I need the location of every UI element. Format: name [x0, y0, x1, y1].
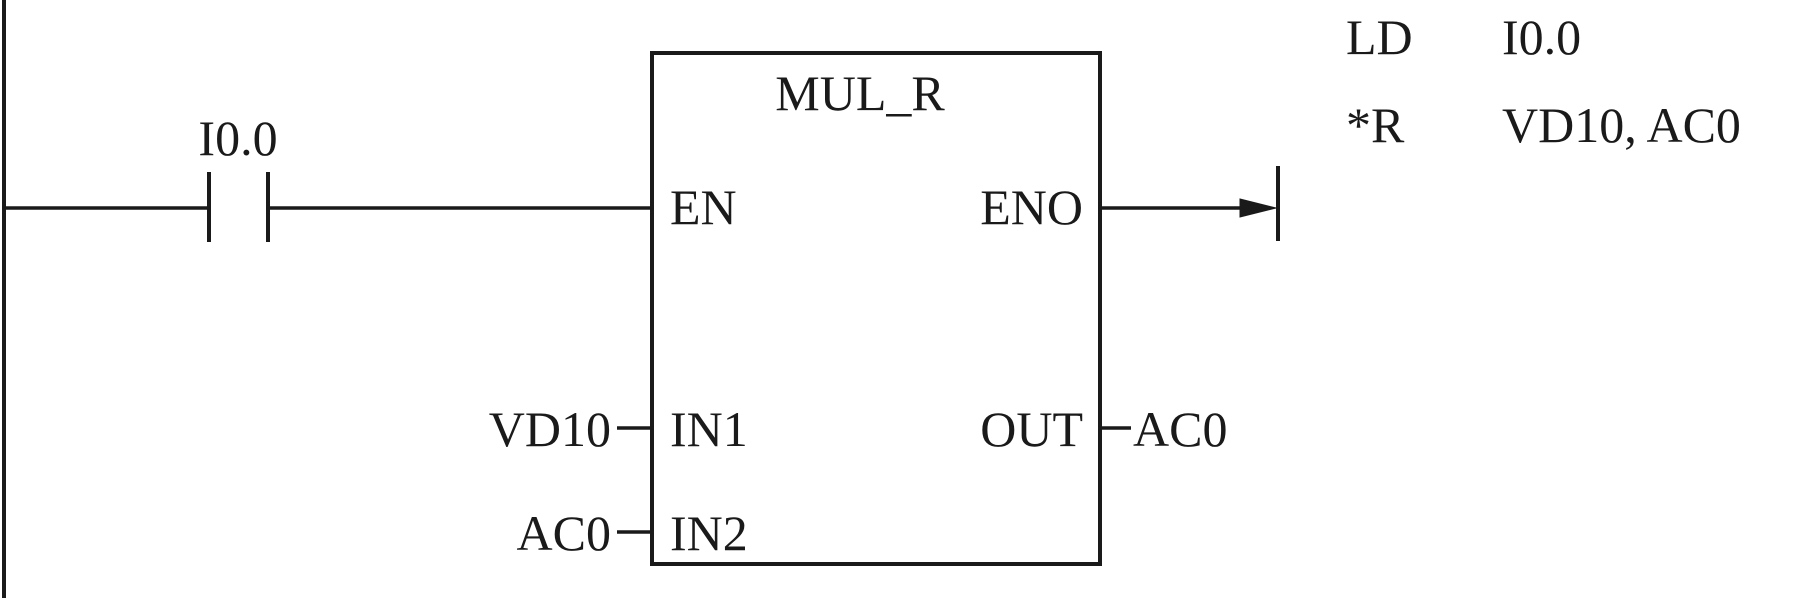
pin-in1: IN1 [670, 401, 748, 457]
normally-open-contact [207, 172, 270, 242]
stl-line-1-args: I0.0 [1502, 9, 1581, 65]
operand-in1: VD10 [489, 401, 611, 457]
operand-out: AC0 [1133, 401, 1227, 457]
stl-line-1-op: LD [1346, 9, 1413, 65]
contact-label: I0.0 [198, 110, 277, 166]
stl-line-2-op: *R [1346, 97, 1405, 153]
statement-list: LD I0.0 *R VD10, AC0 [1346, 9, 1741, 153]
pin-out: OUT [980, 401, 1083, 457]
pin-eno: ENO [980, 179, 1083, 235]
stl-line-2-args: VD10, AC0 [1502, 97, 1741, 153]
block-title: MUL_R [775, 65, 945, 121]
operand-in2: AC0 [517, 505, 611, 561]
mul-r-function-block [650, 51, 1102, 566]
eno-arrowhead [1239, 198, 1277, 218]
pin-in2: IN2 [670, 505, 748, 561]
pin-en: EN [670, 179, 737, 235]
